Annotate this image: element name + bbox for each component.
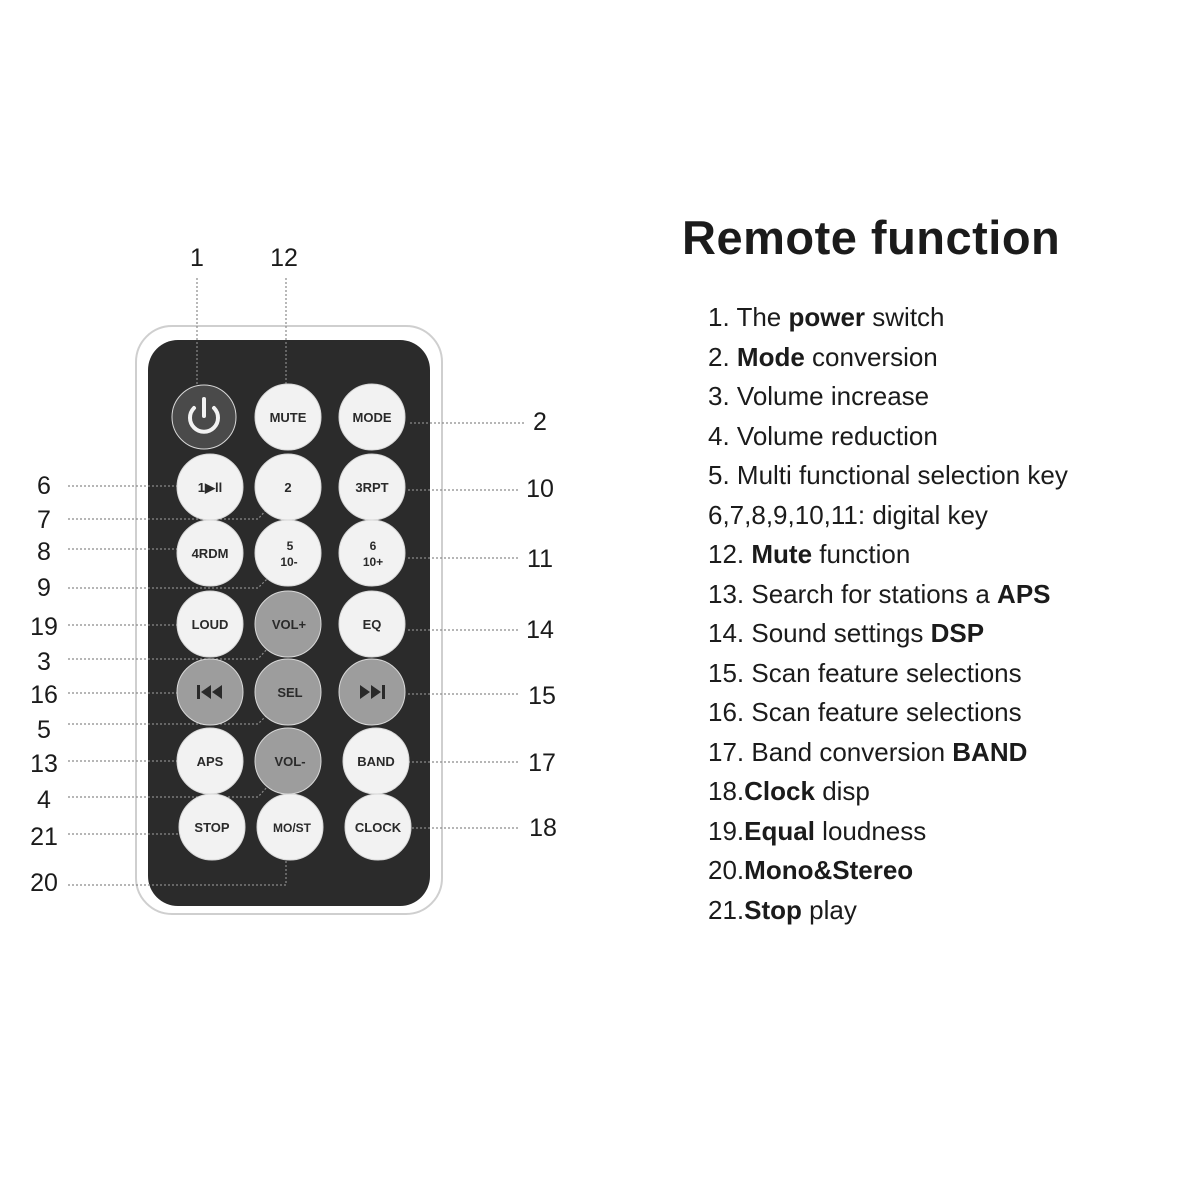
callout-number: 11 bbox=[527, 545, 553, 573]
callout-number: 15 bbox=[528, 682, 556, 710]
key-label: CLOCK bbox=[355, 820, 402, 835]
callout-number: 20 bbox=[30, 869, 58, 897]
mono-stereo-button[interactable]: MO/ST bbox=[256, 793, 324, 861]
key-label: MODE bbox=[353, 410, 392, 425]
key-label: 3RPT bbox=[355, 480, 388, 495]
callout-numbers: 1 12 2 6 10 7 8 11 9 19 14 3 16 15 5 13 … bbox=[30, 244, 557, 897]
list-item: 20.Mono&Stereo bbox=[708, 855, 914, 885]
key-label: 6 bbox=[370, 539, 377, 553]
volume-up-button[interactable]: VOL+ bbox=[254, 590, 322, 658]
list-item: 3. Volume increase bbox=[708, 381, 930, 411]
callout-number: 3 bbox=[37, 648, 51, 676]
previous-track-icon bbox=[197, 685, 222, 699]
key-label: 4RDM bbox=[192, 546, 229, 561]
key-3-repeat-button[interactable]: 3RPT bbox=[338, 453, 406, 521]
previous-track-button[interactable] bbox=[176, 658, 244, 726]
key-label: LOUD bbox=[192, 617, 229, 632]
list-item: 16. Scan feature selections bbox=[708, 697, 1022, 727]
list-item: 18.Clock disp bbox=[708, 776, 870, 806]
callout-number: 12 bbox=[270, 244, 298, 272]
aps-button[interactable]: APS bbox=[176, 727, 244, 795]
power-icon bbox=[188, 397, 220, 434]
key-6-plus-10-button[interactable]: 6 10+ bbox=[338, 519, 406, 587]
key-4-random-button[interactable]: 4RDM bbox=[176, 519, 244, 587]
band-button[interactable]: BAND bbox=[342, 727, 410, 795]
list-item: 4. Volume reduction bbox=[708, 420, 938, 451]
select-button[interactable]: SEL bbox=[254, 658, 322, 726]
callout-number: 9 bbox=[37, 574, 51, 602]
next-track-button[interactable] bbox=[338, 658, 406, 726]
key-label: VOL+ bbox=[272, 617, 307, 632]
list-item: 14. Sound settings DSP bbox=[708, 618, 985, 648]
volume-down-button[interactable]: VOL- bbox=[254, 727, 322, 795]
callout-number: 7 bbox=[37, 506, 51, 534]
key-label: APS bbox=[197, 754, 224, 769]
callout-number: 14 bbox=[526, 616, 554, 644]
list-item: 1. The power switch bbox=[708, 302, 945, 332]
key-label: MUTE bbox=[270, 410, 307, 425]
callout-number: 19 bbox=[30, 613, 58, 641]
callout-number: 18 bbox=[529, 814, 557, 842]
key-label: 2 bbox=[284, 480, 291, 495]
list-item: 6,7,8,9,10,11: digital key bbox=[708, 499, 988, 530]
stop-button[interactable]: STOP bbox=[178, 793, 246, 861]
callout-number: 13 bbox=[30, 750, 58, 778]
loud-button[interactable]: LOUD bbox=[176, 590, 244, 658]
callout-number: 16 bbox=[30, 681, 58, 709]
list-item: 13. Search for stations a APS bbox=[708, 578, 1051, 609]
page-title: Remote function bbox=[682, 211, 1061, 264]
key-label: MO/ST bbox=[273, 821, 312, 835]
key-2-button[interactable]: 2 bbox=[254, 453, 322, 521]
callout-number: 6 bbox=[37, 472, 51, 500]
remote-diagram: 1 12 2 6 10 7 8 11 9 19 14 3 16 15 5 13 … bbox=[30, 244, 557, 915]
key-label: SEL bbox=[277, 685, 302, 700]
callout-number: 2 bbox=[533, 408, 547, 436]
key-label: BAND bbox=[357, 754, 395, 769]
key-1-play-pause-button[interactable]: 1▶ll bbox=[176, 453, 244, 521]
callout-number: 8 bbox=[37, 538, 51, 566]
list-item: 5. Multi functional selection key bbox=[708, 460, 1068, 490]
callout-number: 17 bbox=[528, 749, 556, 777]
key-label: STOP bbox=[194, 820, 229, 835]
key-label: 5 bbox=[287, 539, 294, 553]
callout-number: 10 bbox=[526, 475, 554, 503]
key-label: VOL- bbox=[274, 754, 305, 769]
leader-lines bbox=[68, 278, 525, 886]
key-label-secondary: 10- bbox=[280, 555, 297, 569]
mute-button[interactable]: MUTE bbox=[254, 383, 322, 451]
power-button[interactable] bbox=[171, 384, 237, 450]
callout-number: 5 bbox=[37, 716, 51, 744]
list-item: 15. Scan feature selections bbox=[708, 657, 1022, 688]
key-label: EQ bbox=[363, 617, 382, 632]
function-list: 1. The power switch 2. Mode conversion 3… bbox=[708, 298, 1068, 930]
callout-number: 4 bbox=[37, 786, 51, 814]
list-item: 2. Mode conversion bbox=[708, 341, 938, 372]
list-item: 12. Mute function bbox=[708, 539, 911, 569]
list-item: 21.Stop play bbox=[708, 894, 857, 925]
next-track-icon bbox=[360, 685, 385, 699]
callout-number: 21 bbox=[30, 823, 58, 851]
key-5-minus-10-button[interactable]: 5 10- bbox=[254, 519, 322, 587]
list-item: 19.Equal loudness bbox=[708, 815, 927, 846]
key-label: 1▶ll bbox=[198, 480, 222, 495]
callout-number: 1 bbox=[190, 244, 204, 272]
mode-button[interactable]: MODE bbox=[338, 383, 406, 451]
clock-button[interactable]: CLOCK bbox=[344, 793, 412, 861]
key-label-secondary: 10+ bbox=[363, 555, 383, 569]
list-item: 17. Band conversion BAND bbox=[708, 736, 1028, 767]
eq-button[interactable]: EQ bbox=[338, 590, 406, 658]
